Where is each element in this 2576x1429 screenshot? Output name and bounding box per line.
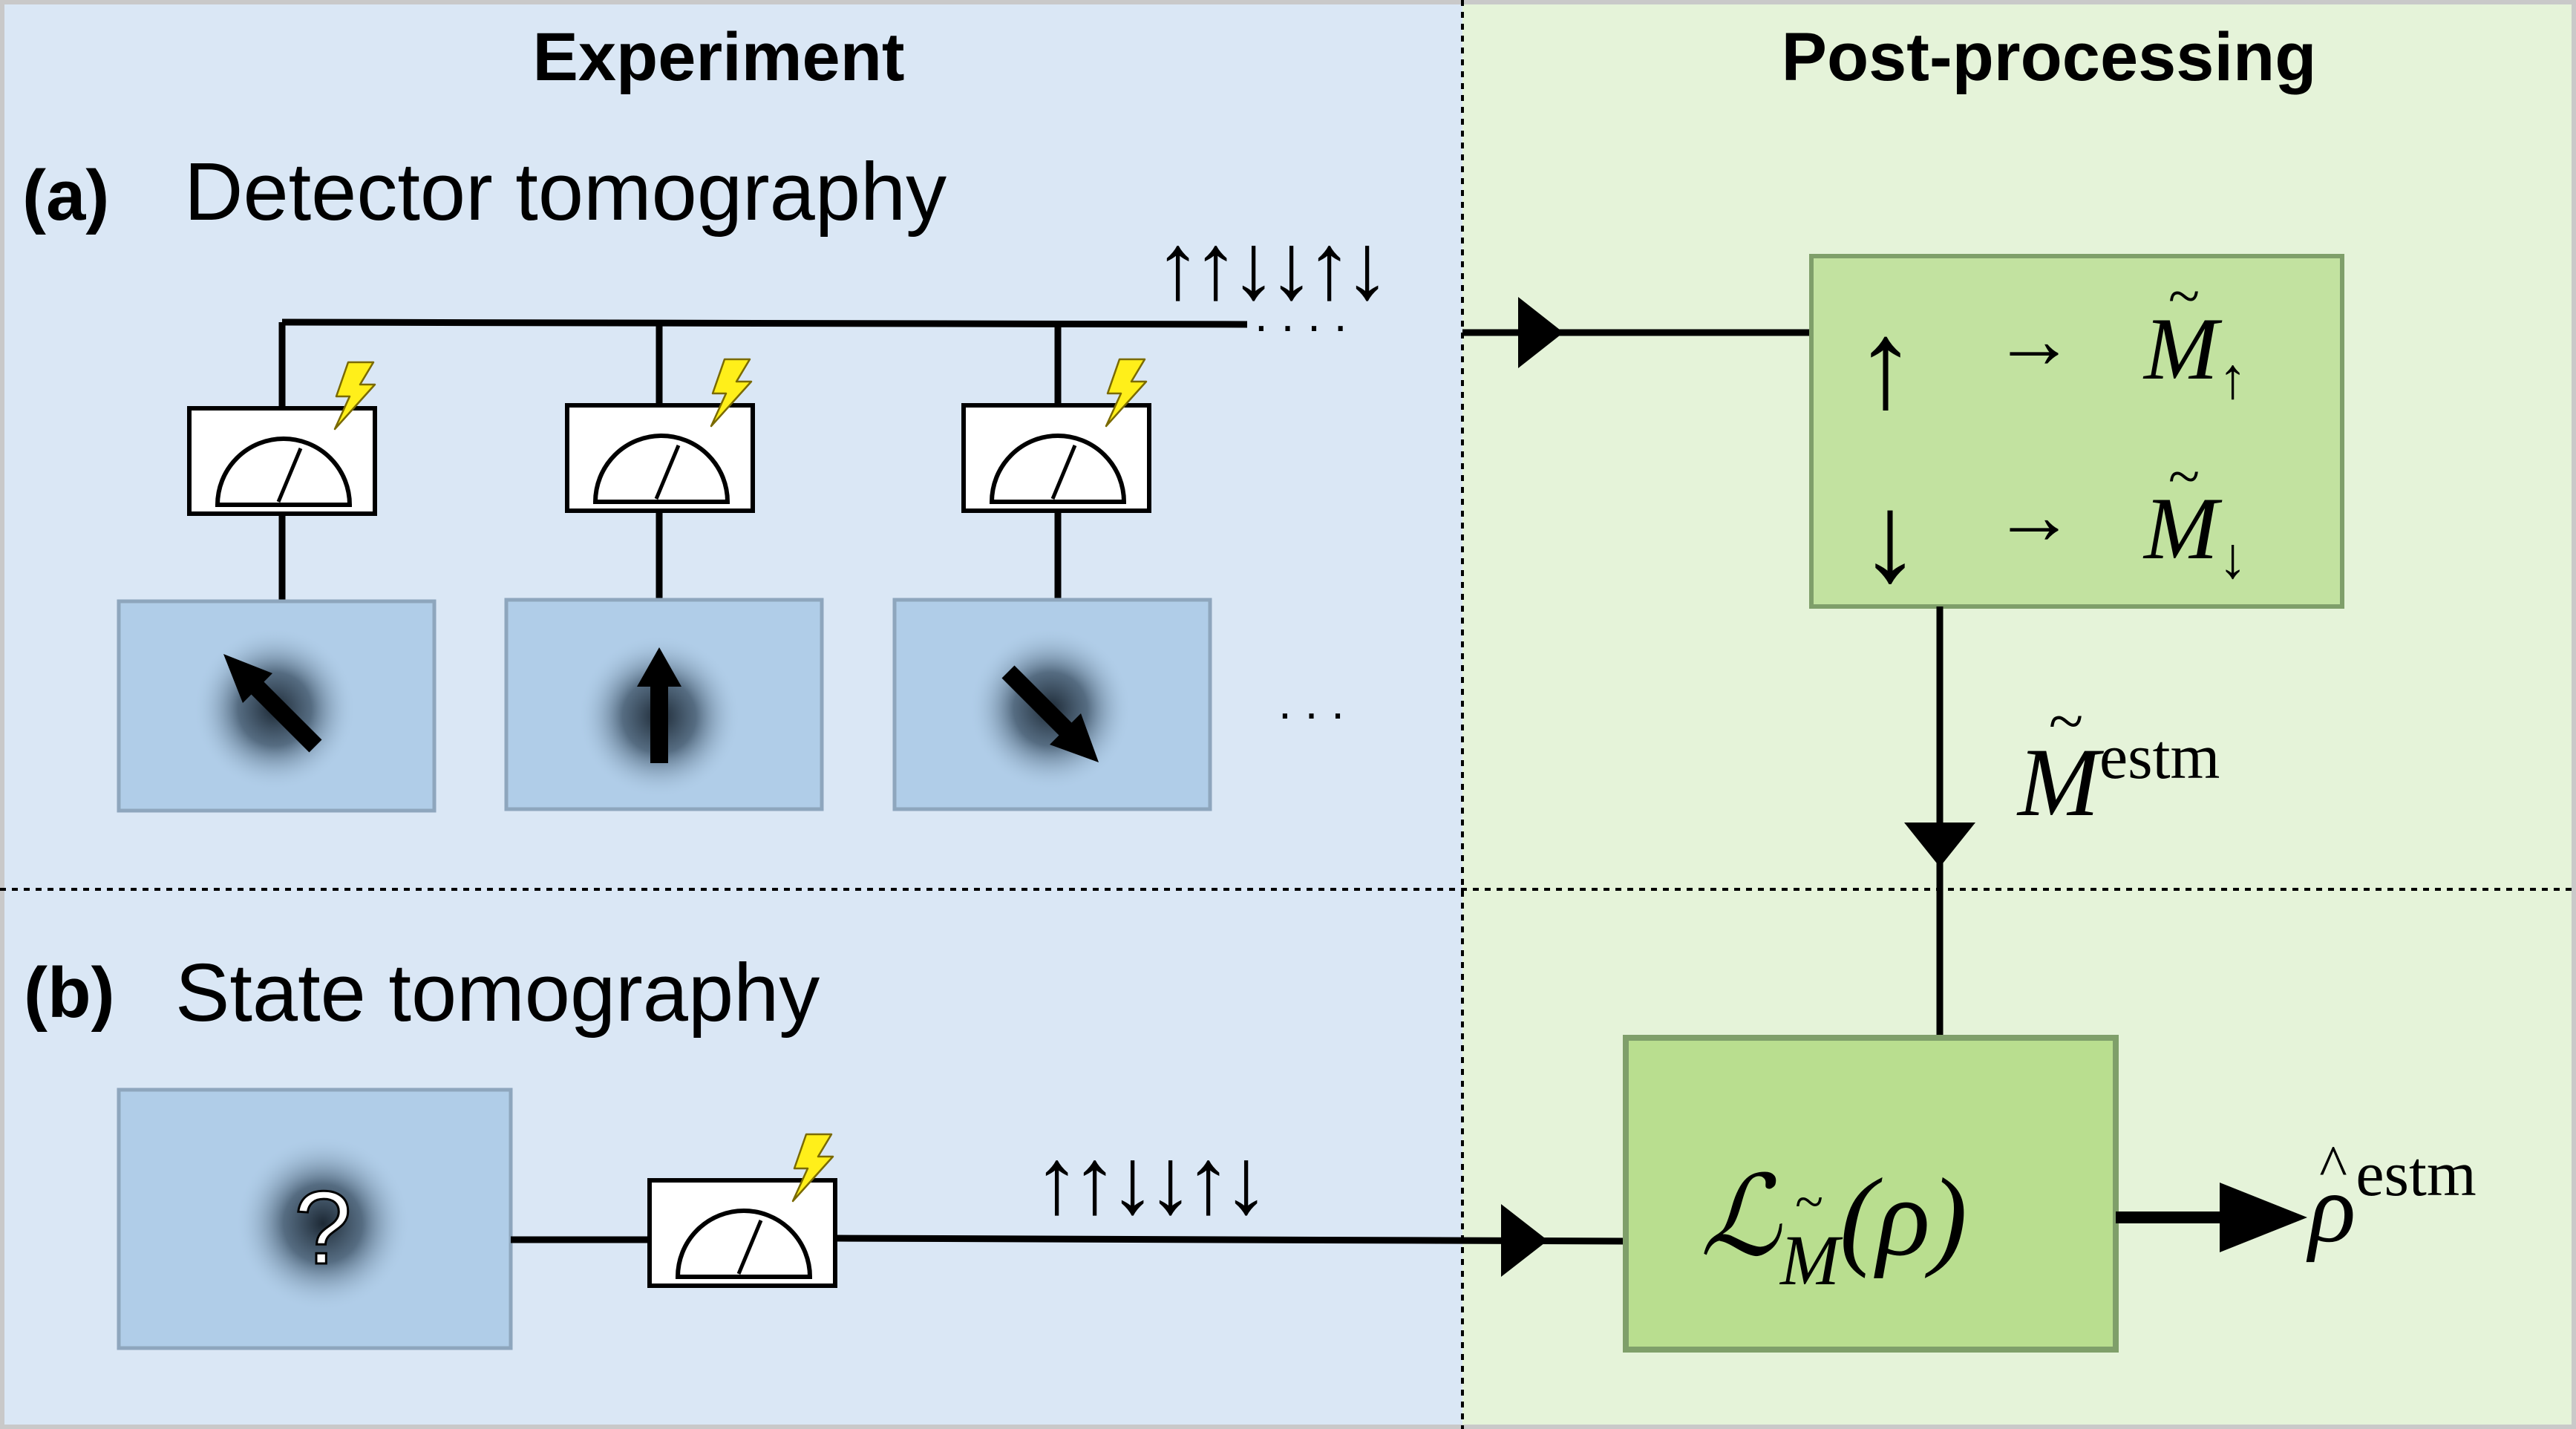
povm-tilde-up: ~	[2168, 264, 2200, 328]
likelihood-sub-tilde: ~	[1795, 1174, 1823, 1231]
meter-b	[647, 1133, 837, 1288]
meter-to-likelihood-wire	[834, 1235, 1627, 1245]
probe-state-1	[117, 599, 437, 813]
povm-row-up-arrow: →	[1993, 294, 2075, 385]
output-label: ρestm	[2306, 1138, 2477, 1263]
unknown-state-mark: ?	[294, 1169, 352, 1286]
likelihood-box	[1623, 1035, 2119, 1353]
povm-row-down-symbol: ↓	[1859, 468, 1921, 607]
povm-element-box	[1809, 254, 2344, 609]
povm-row-up-symbol: ↑	[1854, 294, 1917, 434]
likelihood-symbol: ℒM(ρ)	[1700, 1156, 1967, 1300]
meter-1	[187, 322, 377, 601]
povm-tilde-down: ~	[2168, 444, 2200, 509]
povm-row-down-arrow: →	[1993, 470, 2075, 561]
outcome-sequence-a: ↑↑↓↓↑↓	[1154, 214, 1382, 318]
detector-bus	[281, 318, 1248, 328]
meter-2	[565, 324, 755, 600]
meter-3	[961, 324, 1151, 600]
unknown-state: ?	[117, 1088, 513, 1350]
probe-ellipsis: . . .	[1278, 676, 1344, 729]
probe-state-2	[504, 598, 824, 811]
section-b-tag: (b)	[24, 953, 115, 1033]
outcome-sequence-b: ↑↑↓↓↑↓	[1033, 1128, 1261, 1233]
output-hat: ^	[2319, 1134, 2347, 1200]
likelihood-input-arrowhead	[1501, 1204, 1548, 1277]
header-postprocessing: Post-processing	[1782, 19, 2317, 95]
povm-estimate-label: Mestm	[2016, 721, 2220, 837]
probe-state-3	[892, 598, 1212, 811]
section-a-tag: (a)	[22, 156, 109, 235]
section-b-title: State tomography	[175, 947, 820, 1039]
output-arrowhead	[2220, 1183, 2307, 1252]
povm-estimate-tilde: ~	[2049, 685, 2084, 756]
wire-arrowhead	[1518, 297, 1563, 368]
header-experiment: Experiment	[532, 19, 904, 95]
bus-ellipsis: . . . .	[1255, 288, 1347, 341]
section-a-title: Detector tomography	[184, 146, 947, 238]
povm-estimate-arrowhead	[1904, 823, 1975, 867]
povm-row-down-label: M↓	[2142, 479, 2247, 590]
povm-row-up-label: M↑	[2142, 299, 2247, 411]
